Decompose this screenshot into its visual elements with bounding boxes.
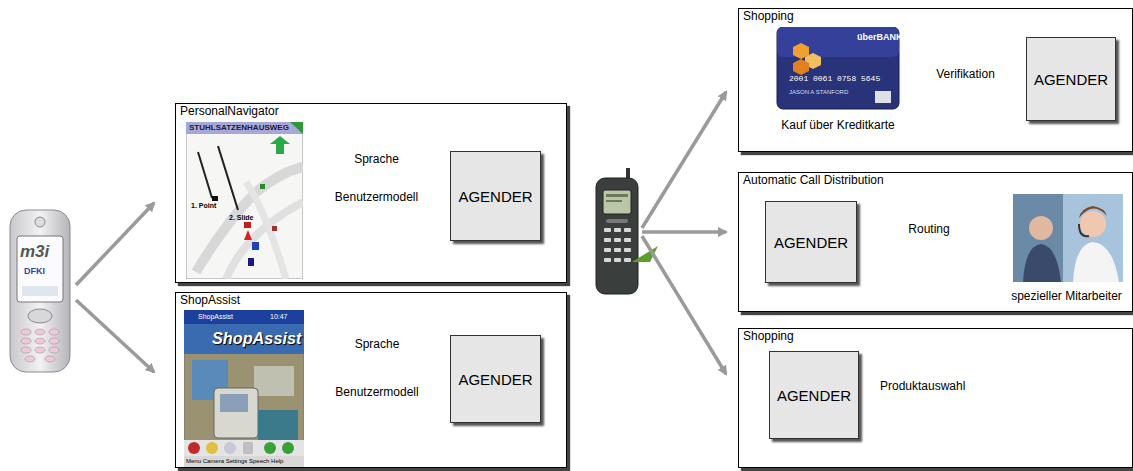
screen-text: ShopAssist — [198, 313, 233, 321]
picture-caption: Kauf über Kreditkarte — [781, 119, 894, 132]
screen-text: 1. Point — [191, 202, 216, 210]
edge-label: Routing — [906, 222, 951, 236]
edge-label: Verifikation — [934, 67, 997, 81]
credit-card: überBANK 2001 0061 0758 5645JASON A STANF… — [771, 27, 905, 139]
group-panel: ShopAssistShopAssist10:47ShopAssistMenu … — [175, 292, 567, 468]
edge-label: Sprache — [353, 337, 402, 351]
device-logo: DFKI — [24, 267, 45, 277]
group-title: PersonalNavigator — [180, 105, 279, 118]
agender-box: AGENDER — [450, 151, 541, 241]
agender-box: AGENDER — [765, 201, 857, 283]
pda-device — [10, 210, 70, 372]
screen-text: 2. Slide — [229, 214, 254, 222]
screen-text: 10:47 — [270, 313, 288, 321]
screen-text: STUHLSATZENHAUSWEG — [189, 124, 289, 133]
screen-text: ShopAssist — [212, 330, 301, 348]
group-title: Shopping — [743, 330, 794, 343]
agent-photo: spezieller Mitarbeiter — [1001, 194, 1132, 306]
picture-caption: spezieller Mitarbeiter — [1011, 290, 1122, 303]
nav-picture — [186, 122, 303, 279]
group-panel: Automatic Call DistributionAGENDER spezie… — [738, 172, 1133, 312]
group-panel: ShoppingAGENDER — [738, 328, 1133, 468]
edge-label: Sprache — [352, 152, 401, 166]
agender-box: AGENDER — [769, 351, 859, 439]
device-logo: m3i — [20, 243, 49, 262]
group-title: ShopAssist — [180, 294, 240, 307]
agent-name: AGENDER — [458, 371, 532, 388]
shopassist-screenshot: ShopAssist10:47ShopAssistMenu Camera Set… — [184, 310, 304, 467]
navigator-screenshot: STUHLSATZENHAUSWEG 1. Point 2. Slide — [186, 122, 303, 279]
screen-text: überBANK — [857, 33, 903, 43]
screen-text: JASON A STANFORD — [789, 89, 848, 96]
arrow-label: Produktauswahl — [880, 380, 965, 393]
agender-box: AGENDER — [1026, 37, 1116, 121]
group-title: Shopping — [743, 10, 794, 23]
agent-name: AGENDER — [458, 188, 532, 205]
agent-name: AGENDER — [1034, 71, 1108, 88]
edge-label: Benutzermodell — [333, 385, 420, 399]
agent-name: AGENDER — [774, 234, 848, 251]
agender-box: AGENDER — [450, 335, 541, 423]
screen-text: Menu Camera Settings Speech Help — [186, 458, 283, 465]
screen-text: 2001 0061 0758 5645 — [789, 75, 880, 84]
agent-name: AGENDER — [777, 387, 851, 404]
edge-label: Benutzermodell — [333, 190, 420, 204]
group-title: Automatic Call Distribution — [743, 174, 884, 187]
